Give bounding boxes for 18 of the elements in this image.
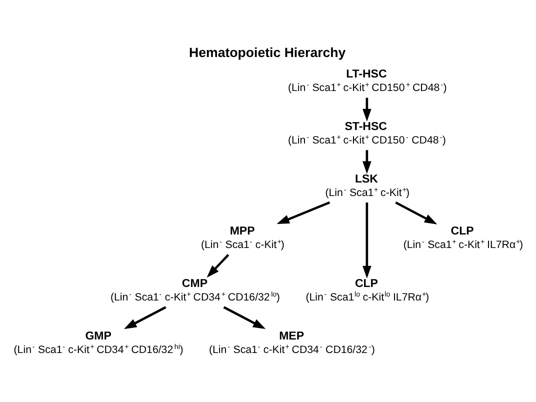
arrow [124, 306, 166, 329]
arrow [206, 254, 230, 278]
node-text: LSK (Lin$^{-}$ Sca1$^{+}$ c-Kit$^{+}$) [325, 172, 410, 198]
arrow [362, 150, 372, 174]
node-text: GMP (Lin$^{-}$ Sca1$^{-}$ c-Kit$^{+}$ CD34$^{+}$ CD16/32$^{hi}$) [14, 330, 184, 356]
node-text: CLP (Lin$^{-}$ Sca1$^{lo}$ c-Kit$^{lo}$ IL7Rα$^{+}$) [306, 278, 430, 304]
diagram-title: Hematopoietic Hierarchy [189, 44, 346, 60]
arrow [362, 202, 372, 278]
node-text: MEP (Lin$^{-}$ Sca1$^{-}$ c-Kit$^{+}$ CD34$^{-}$ CD16/32$^{-}$) [208, 330, 375, 356]
arrow [276, 200, 330, 224]
node-text: MPP (Lin$^{-}$ Sca1$^{-}$ c-Kit$^{+}$) [201, 225, 284, 251]
arrow [362, 97, 372, 121]
node-text: LT-HSC (Lin$^{-}$ Sca1$^{+}$ c-Kit$^{+}$ CD150$^{+}$ CD48$^{-}$) [288, 68, 447, 94]
arrow [395, 200, 438, 224]
node-text: CLP (Lin$^{-}$ Sca1$^{+}$ c-Kit$^{+}$ IL7Rα$^{+}$) [403, 225, 524, 251]
node-text: CMP (Lin$^{-}$ Sca1$^{-}$ c-Kit$^{+}$ CD34$^{+}$ CD16/32$^{lo}$) [110, 278, 280, 304]
node-text: ST-HSC (Lin$^{-}$ Sca1$^{+}$ c-Kit$^{+}$ CD150$^{-}$ CD48$^{-}$) [288, 120, 446, 146]
arrow [223, 306, 266, 329]
